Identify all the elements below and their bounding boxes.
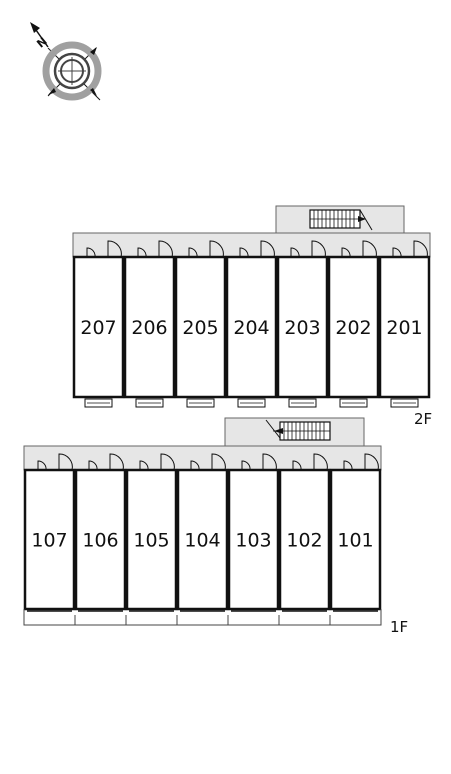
unit-104[interactable]: 104	[176, 453, 229, 612]
unit-205[interactable]: 205	[174, 240, 227, 408]
compass-north-label: N	[34, 35, 49, 51]
unit-number: 202	[335, 317, 371, 339]
unit-number: 102	[286, 530, 322, 552]
unit-number: 204	[233, 317, 269, 339]
floor-1f: 1F 101 102 103 104 105 106 107	[23, 417, 408, 636]
unit-room	[329, 468, 382, 611]
door-swing	[58, 453, 73, 471]
unit-room	[225, 255, 278, 399]
unit-105[interactable]: 105	[125, 453, 178, 612]
unit-room	[278, 468, 331, 611]
unit-number: 101	[337, 530, 373, 552]
unit-room	[72, 255, 125, 399]
door-swing	[109, 453, 124, 471]
staircase-1f	[265, 419, 331, 441]
door-swing	[413, 240, 428, 258]
staircase-2f	[309, 209, 373, 231]
floor-label-2f: 2F	[414, 410, 432, 428]
unit-107[interactable]: 107	[23, 453, 76, 612]
unit-101[interactable]: 101	[329, 453, 382, 612]
door-swing	[209, 240, 224, 258]
door-swing	[311, 240, 326, 258]
unit-201[interactable]: 201	[378, 240, 431, 408]
door-swing	[313, 453, 328, 471]
compass-rose-icon: N	[30, 22, 102, 101]
door-swing	[211, 453, 226, 471]
unit-room	[74, 468, 127, 611]
unit-room	[176, 468, 229, 611]
unit-room	[23, 468, 76, 611]
door-swing	[160, 453, 175, 471]
unit-number: 104	[184, 530, 220, 552]
floor-2f: 2F 201 202 203 204 205 206 207	[72, 205, 432, 428]
unit-number: 103	[235, 530, 271, 552]
unit-room	[227, 468, 280, 611]
unit-102[interactable]: 102	[278, 453, 331, 612]
unit-room	[327, 255, 380, 399]
unit-202[interactable]: 202	[327, 240, 380, 408]
door-swing	[158, 240, 173, 258]
unit-number: 205	[182, 317, 218, 339]
unit-room	[125, 468, 178, 611]
door-swing	[260, 240, 275, 258]
unit-room	[123, 255, 176, 399]
unit-204[interactable]: 204	[225, 240, 278, 408]
unit-number: 107	[31, 530, 67, 552]
door-swing	[107, 240, 122, 258]
unit-103[interactable]: 103	[227, 453, 280, 612]
floor-label-1f: 1F	[390, 618, 408, 636]
door-swing	[364, 453, 379, 471]
unit-number: 206	[131, 317, 167, 339]
door-swing	[262, 453, 277, 471]
unit-number: 106	[82, 530, 118, 552]
unit-207[interactable]: 207	[72, 240, 125, 408]
unit-206[interactable]: 206	[123, 240, 176, 408]
unit-number: 105	[133, 530, 169, 552]
unit-number: 203	[284, 317, 320, 339]
unit-203[interactable]: 203	[276, 240, 329, 408]
unit-106[interactable]: 106	[74, 453, 127, 612]
door-swing	[362, 240, 377, 258]
unit-room	[174, 255, 227, 399]
unit-number: 207	[80, 317, 116, 339]
unit-number: 201	[386, 317, 422, 339]
unit-room	[276, 255, 329, 399]
unit-room	[378, 255, 431, 399]
